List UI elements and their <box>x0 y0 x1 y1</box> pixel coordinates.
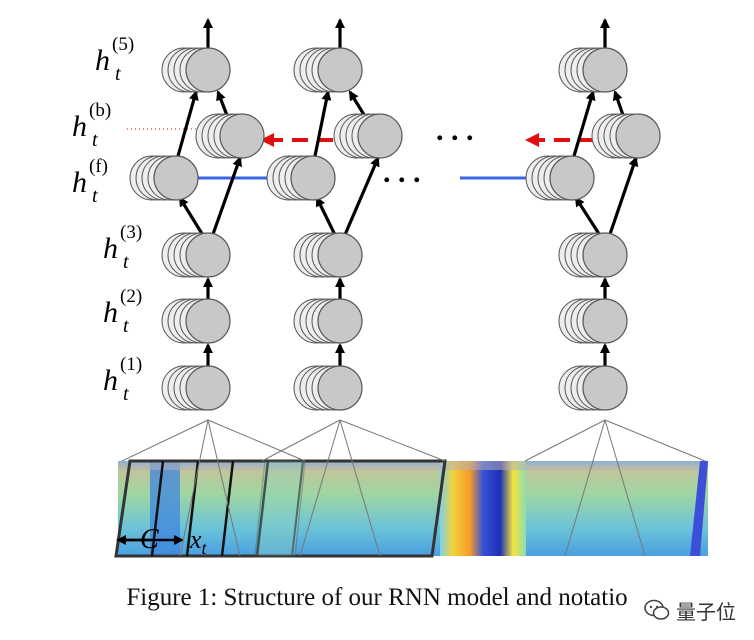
neuron <box>582 298 628 344</box>
label-hb: h(b)t <box>72 100 111 151</box>
arrow-h3-hf-1 <box>178 196 206 238</box>
neuron-hf-col2 <box>266 155 336 201</box>
fan-line <box>564 419 606 557</box>
neuron-h2-col2 <box>293 298 363 344</box>
frame-divider-3 <box>220 460 235 557</box>
fan-line <box>604 419 646 557</box>
neuron <box>357 113 403 159</box>
fan-line <box>207 419 306 462</box>
fan-line <box>121 419 209 462</box>
neuron <box>153 155 199 201</box>
fan-line <box>207 419 241 557</box>
arrow-h3-hb-2 <box>342 156 380 238</box>
neuron-h3-col3 <box>558 232 628 278</box>
neuron-h1-col3 <box>558 365 628 411</box>
neuron <box>317 365 363 411</box>
arrow-h3-hb-1 <box>210 156 243 238</box>
figure-caption: Figure 1: Structure of our RNN model and… <box>126 584 628 611</box>
arrow-hf-h5-2 <box>313 90 332 157</box>
neuron <box>582 47 628 93</box>
spectrogram-hot-region <box>440 461 526 556</box>
row-labels: h(5)t h(b)t h(f)t h(3)t h(2)t h(1)t <box>72 34 142 405</box>
neuron <box>615 113 661 159</box>
spectrogram: C xt <box>114 459 708 558</box>
neuron <box>290 155 336 201</box>
frame-divider-5 <box>291 460 304 557</box>
label-h5: h(5)t <box>95 34 134 85</box>
fan-line <box>261 419 341 462</box>
arrow-hf-h5-3 <box>572 90 596 157</box>
neuron <box>317 232 363 278</box>
neuron-h2-col1 <box>161 298 231 344</box>
neuron-h1-col2 <box>293 365 363 411</box>
neuron <box>582 365 628 411</box>
fan-line <box>299 419 341 557</box>
fan-line <box>339 419 446 462</box>
neuron-hb-col3 <box>591 113 661 159</box>
neuron <box>185 365 231 411</box>
label-hf: h(f)t <box>72 156 108 207</box>
neuron-h5-col3 <box>558 47 628 93</box>
neuron-h1-col1 <box>161 365 231 411</box>
arrow-h3-hf-2 <box>315 196 338 238</box>
watermark: 量子位 <box>638 593 746 627</box>
neuron-h3-col1 <box>161 232 231 278</box>
neuron-hb-col1 <box>195 113 265 159</box>
neuron-h2-col3 <box>558 298 628 344</box>
neuron-h5-col2 <box>293 47 363 93</box>
spectrogram-right-edge <box>690 461 708 556</box>
fan-line <box>179 419 209 557</box>
spectrogram-window-2 <box>254 460 306 557</box>
fan-line <box>524 419 606 462</box>
spectrogram-top-strip <box>118 461 708 470</box>
neuron-hf-col1 <box>129 155 199 201</box>
neuron-hb-col2 <box>333 113 403 159</box>
neuron <box>185 298 231 344</box>
spectrogram-band <box>118 461 708 556</box>
neuron <box>582 232 628 278</box>
neuron-hf-col3 <box>525 155 595 201</box>
frame-label: xt <box>189 525 208 558</box>
fan-line <box>339 419 381 557</box>
neuron <box>549 155 595 201</box>
wechat-icon <box>644 599 670 620</box>
arrow-h3-hf-3 <box>574 196 603 238</box>
ellipsis-top: . . . <box>436 114 474 147</box>
arrow-hf-h5-1 <box>176 90 199 157</box>
spectrogram-frame-outline <box>114 459 447 558</box>
context-label: C <box>140 524 159 555</box>
neuron <box>219 113 265 159</box>
label-h3: h(3)t <box>103 222 142 273</box>
label-h2: h(2)t <box>103 286 142 337</box>
neuron <box>317 47 363 93</box>
neuron-h5-col1 <box>161 47 231 93</box>
neuron-columns <box>129 47 661 411</box>
fan-line <box>604 419 706 462</box>
arrow-h3-hb-3 <box>607 156 639 238</box>
neuron <box>185 232 231 278</box>
neuron-h3-col2 <box>293 232 363 278</box>
frame-divider-4 <box>255 460 270 557</box>
watermark-text: 量子位 <box>676 599 736 624</box>
label-h1: h(1)t <box>103 354 142 405</box>
neuron <box>317 298 363 344</box>
ellipsis-middle: . . . <box>383 156 421 189</box>
neuron <box>185 47 231 93</box>
fan-lines <box>121 419 706 557</box>
